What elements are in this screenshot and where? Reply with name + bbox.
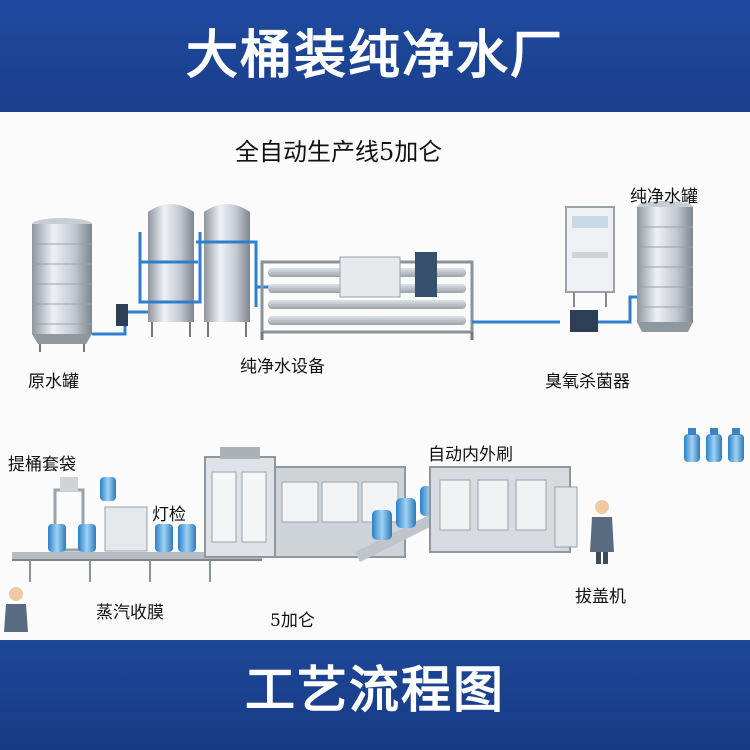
- label-purified-tank: 纯净水罐: [630, 187, 698, 207]
- bottle-group-icon: [684, 428, 744, 462]
- title-banner: 大桶装纯净水厂: [0, 0, 750, 112]
- label-five-gallon: 5加仑: [270, 611, 315, 631]
- filling-machine: [204, 447, 406, 558]
- conveyor: [12, 552, 262, 582]
- filter-piping: [138, 232, 275, 307]
- worker-icon-right: [590, 500, 614, 564]
- label-decapper: 拔盖机: [575, 587, 626, 607]
- filter-vessel-2: [204, 204, 250, 337]
- diagram-heading: 全自动生产线5加仑: [235, 138, 443, 166]
- pure-water-equipment: [260, 252, 474, 340]
- pump-icon: [116, 304, 128, 326]
- worker-icon-left: [4, 587, 28, 632]
- footer-banner: 工艺流程图: [0, 640, 750, 750]
- label-auto-brush: 自动内外刷: [428, 445, 513, 465]
- filter-vessel-1: [148, 204, 194, 337]
- process-diagram: 全自动生产线5加仑 原水罐 纯净水罐 纯净水设备 臭氧杀菌器 自动内外刷 提桶套…: [0, 112, 750, 640]
- page-title: 大桶装纯净水厂: [185, 26, 564, 86]
- label-raw-tank: 原水罐: [28, 372, 79, 392]
- pipe-ozone-to-tank: [598, 295, 640, 324]
- label-steam-shrink: 蒸汽收膜: [96, 603, 164, 623]
- bagging-station: [53, 477, 148, 552]
- raw-water-tank: [32, 218, 92, 352]
- auto-brush-machine: [429, 466, 578, 553]
- ozone-sterilizer: [565, 206, 615, 332]
- label-bag-station: 提桶套袋: [8, 455, 76, 475]
- label-pure-water-equipment: 纯净水设备: [240, 357, 325, 377]
- equipment-illustration: [4, 201, 744, 632]
- footer-title: 工艺流程图: [245, 661, 505, 719]
- label-light-check: 灯检: [152, 505, 186, 525]
- purified-water-tank: [637, 201, 693, 332]
- label-ozone-sterilizer: 臭氧杀菌器: [545, 372, 630, 392]
